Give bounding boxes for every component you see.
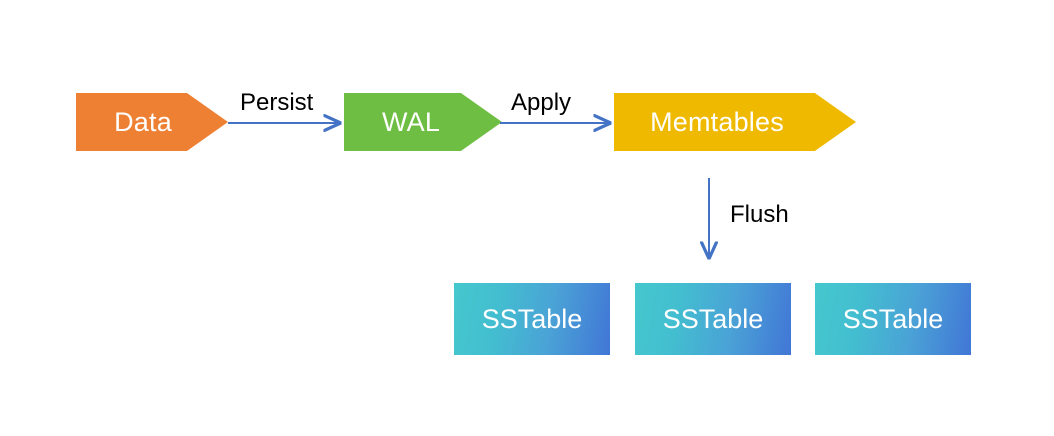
edge-apply-arrow	[500, 108, 620, 138]
node-sstable-1-label: SSTable	[481, 303, 583, 334]
node-memtables-label: Memtables	[650, 106, 784, 137]
edge-persist-arrow	[228, 108, 350, 138]
edge-flush-label: Flush	[730, 201, 789, 228]
node-memtables[interactable]: Memtables	[614, 93, 856, 151]
edge-persist-label: Persist	[240, 89, 314, 116]
node-sstable-2-label: SSTable	[662, 303, 764, 334]
node-sstable-3-label: SSTable	[842, 303, 944, 334]
edge-flush-arrow	[690, 178, 730, 270]
node-wal[interactable]: WAL	[344, 93, 502, 151]
edge-apply-label: Apply	[511, 89, 572, 116]
node-wal-label: WAL	[381, 106, 441, 137]
node-sstable-1[interactable]: SSTable	[454, 283, 610, 355]
node-sstable-3[interactable]: SSTable	[815, 283, 971, 355]
node-data-label: Data	[114, 106, 172, 137]
node-sstable-2[interactable]: SSTable	[635, 283, 791, 355]
node-data[interactable]: Data	[76, 93, 228, 151]
